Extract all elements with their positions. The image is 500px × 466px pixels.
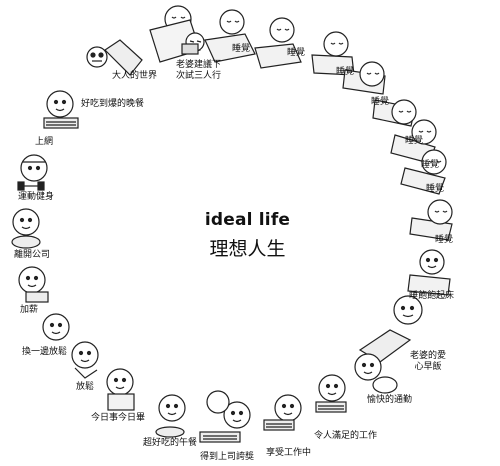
title: ideal life <box>204 210 291 230</box>
caption-satisfying-work: 令人滿足的工作 <box>314 431 378 441</box>
caption-sleep-6: 睡覺 <box>421 160 440 170</box>
caption-wife-breakfast: 老婆的愛 心早飯 <box>410 351 447 372</box>
caption-exercise: 運動健身 <box>18 192 55 202</box>
figure-sleep-1 <box>204 9 256 63</box>
caption-sleep-3: 睡覺 <box>336 67 355 77</box>
figure-online <box>43 90 79 129</box>
figure-wife-suggestion <box>149 5 205 63</box>
caption-online: 上網 <box>35 137 54 147</box>
figure-sleep-5 <box>372 99 417 127</box>
caption-sleep-2: 睡覺 <box>287 48 306 58</box>
caption-praise: 得到上司誇獎 <box>200 452 255 462</box>
caption-enjoy-work: 享受工作中 <box>266 448 312 458</box>
figure-satisfying-work <box>315 374 347 413</box>
figure-commute <box>354 353 398 394</box>
figure-wife-breakfast <box>358 295 423 363</box>
caption-raise: 加薪 <box>20 305 39 315</box>
figure-sleep-4 <box>342 61 386 95</box>
figure-sleep-3 <box>311 31 355 76</box>
figure-praise <box>199 390 251 443</box>
caption-dinner: 好吃到爆的晚餐 <box>81 99 145 109</box>
figure-lunch <box>155 394 186 438</box>
caption-threesome: 老婆建議下 次試三人行 <box>176 60 222 81</box>
figure-leave-office <box>11 208 41 249</box>
caption-sleep-4: 睡覺 <box>371 97 390 107</box>
caption-wake-up: 睡飽飽起床 <box>409 291 455 301</box>
figure-daily-tasks <box>106 368 135 411</box>
caption-sleep-8: 睡覺 <box>435 235 454 245</box>
caption-leave-office: 離開公司 <box>14 250 51 260</box>
figure-raise <box>18 266 49 303</box>
figure-wake-up <box>407 249 451 296</box>
figure-sleep-2 <box>254 17 302 69</box>
figure-sleep-8 <box>409 199 453 241</box>
figure-switch-sides <box>42 313 70 341</box>
caption-lunch: 超好吃的午餐 <box>143 438 198 448</box>
figure-enjoy-work <box>263 394 302 431</box>
figure-adult-world <box>86 39 143 76</box>
caption-relax: 放鬆 <box>76 382 95 392</box>
subtitle: 理想人生 <box>209 238 286 260</box>
caption-sleep-7: 睡覺 <box>426 184 445 194</box>
caption-sleep-1: 睡覺 <box>232 44 251 54</box>
caption-sleep-5: 睡覺 <box>405 136 424 146</box>
caption-adult-world: 大人的世界 <box>112 71 158 81</box>
figure-sleep-7 <box>400 149 447 195</box>
caption-commute: 愉快的通勤 <box>367 395 413 405</box>
caption-daily-tasks: 今日事今日畢 <box>91 413 146 423</box>
figure-relax <box>71 341 99 379</box>
figure-exercise <box>17 154 48 191</box>
caption-switch-sides: 換一邊放鬆 <box>22 347 68 357</box>
